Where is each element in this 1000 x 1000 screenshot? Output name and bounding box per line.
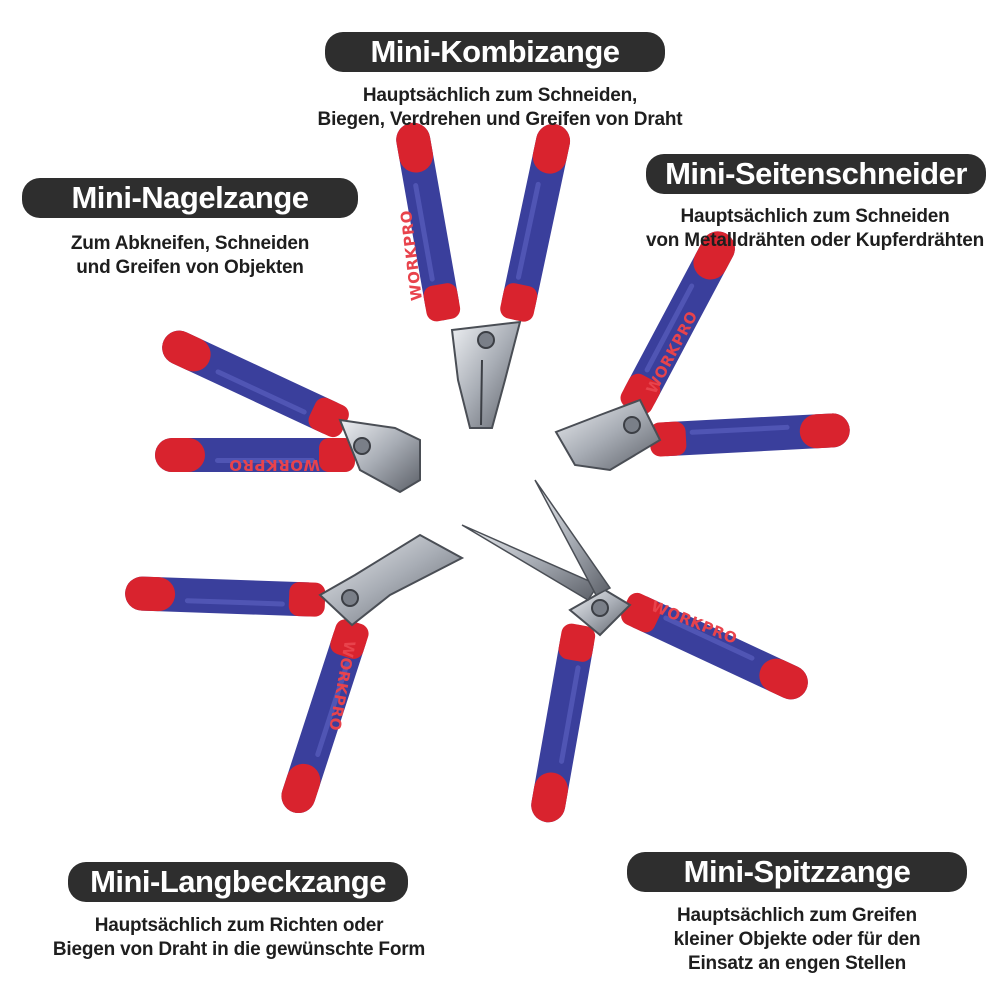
brand-logo: WORKPRO <box>229 456 320 474</box>
desc-mini-langbeckzange: Hauptsächlich zum Richten oder Biegen vo… <box>52 915 426 960</box>
title-mini-seitenschneider: Mini-Seitenschneider <box>646 154 986 194</box>
side-cutter-pliers-icon: WORKPRO <box>554 225 851 472</box>
title-mini-spitzzange: Mini-Spitzzange <box>627 852 967 892</box>
desc-mini-kombizange: Hauptsächlich zum Schneiden, Biegen, Ver… <box>317 85 683 130</box>
title-mini-kombizange: Mini-Kombizange <box>325 32 665 72</box>
desc-mini-spitzzange: Hauptsächlich zum Greifen kleiner Objekt… <box>673 905 921 974</box>
end-nipper-pliers-icon: WORKPRO <box>155 325 421 494</box>
title-mini-nagelzange: Mini-Nagelzange <box>22 178 358 218</box>
desc-mini-seitenschneider: Hauptsächlich zum Schneiden von Metalldr… <box>645 206 984 251</box>
needle-nose-pliers-icon: WORKPRO <box>461 479 814 825</box>
title-mini-langbeckzange: Mini-Langbeckzange <box>68 862 408 902</box>
long-nose-pliers-icon: WORKPRO <box>124 533 465 818</box>
combination-pliers-icon: WORKPRO <box>393 120 574 429</box>
desc-mini-nagelzange: Zum Abkneifen, Schneiden und Greifen von… <box>70 233 310 278</box>
